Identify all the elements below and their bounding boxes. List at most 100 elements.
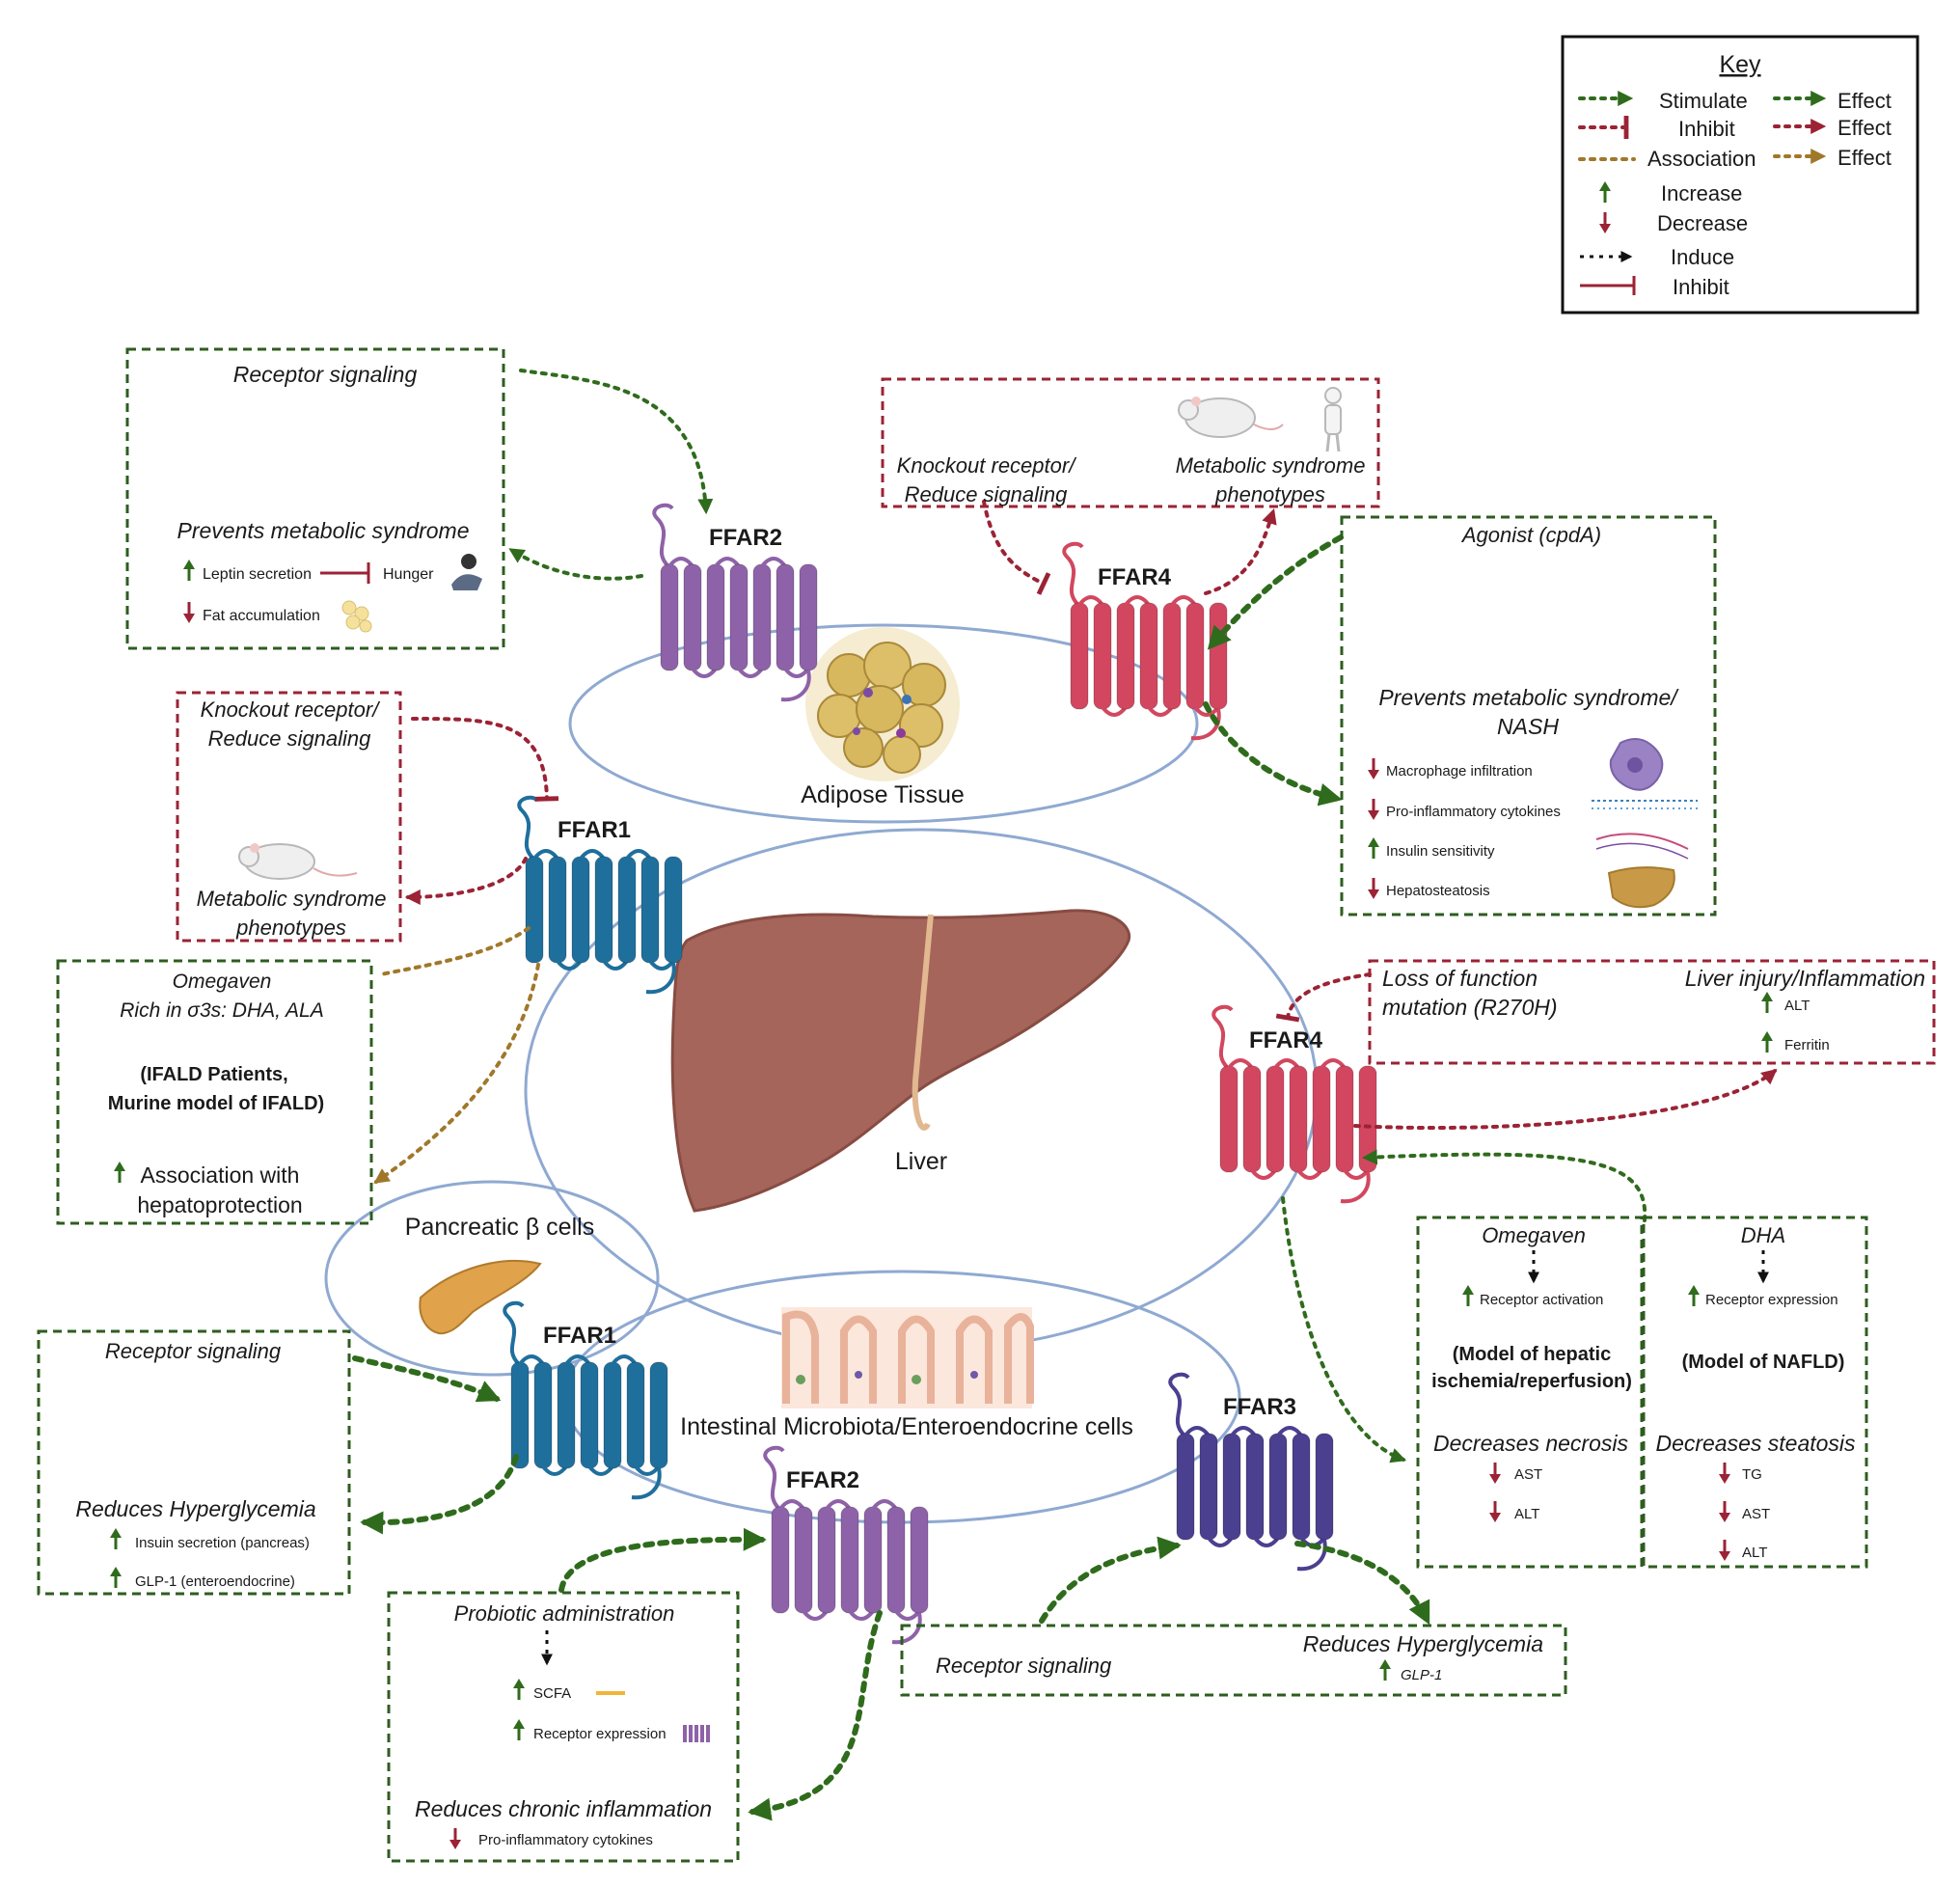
item-hepatosteatosis: Hepatosteatosis	[1386, 883, 1490, 899]
arrow-agonist-to-ffar4	[1207, 534, 1344, 650]
decrease-icon	[181, 600, 197, 625]
ffar3-label: FFAR3	[1223, 1394, 1296, 1420]
arrow-ffar4-to-necrosis	[1281, 1196, 1407, 1463]
decrease-icon	[1366, 797, 1381, 822]
arrow-receptor-signaling-to-ffar2	[519, 369, 714, 515]
receptors-layer	[503, 503, 1377, 1645]
dha-title: DHA	[1741, 1223, 1785, 1247]
ffar4-right-receptor	[1211, 1004, 1377, 1204]
arrow-ffar4-to-prevents-nash	[1203, 701, 1343, 807]
macrophage-icon	[1609, 738, 1664, 791]
loss-line1: Loss of function	[1382, 966, 1538, 991]
box-title: Receptor signaling	[105, 1339, 282, 1363]
alt-label: ALT	[1742, 1545, 1767, 1561]
increase-icon	[511, 1677, 527, 1702]
mouse-icon	[1178, 397, 1284, 438]
pancreas-label: Pancreatic β cells	[405, 1214, 594, 1241]
box-omegaven-ischemia: Omegaven Receptor activation (Model of h…	[1416, 1216, 1644, 1569]
legend: Key Stimulate Effect Inhibit Effect Asso…	[1561, 35, 1919, 314]
fat-accumulation-label: Fat accumulation	[203, 608, 320, 624]
legend-title: Key	[1719, 51, 1761, 78]
knockout-line2: Reduce signaling	[905, 482, 1069, 506]
association-line1: Association with	[141, 1162, 300, 1188]
knockout-line2: Reduce signaling	[208, 726, 372, 751]
legend-inhibit-solid: Inhibit	[1673, 275, 1729, 299]
ast-label: AST	[1514, 1466, 1542, 1483]
phenotype-line2: phenotypes	[235, 916, 346, 940]
increase-icon	[1377, 1657, 1393, 1682]
omegaven-subtitle: Rich in σ3s: DHA, ALA	[120, 999, 323, 1022]
alt-label: ALT	[1514, 1506, 1539, 1522]
receptor-activation-label: Receptor activation	[1480, 1292, 1603, 1308]
mouse-icon	[238, 843, 358, 880]
increase-icon	[511, 1717, 527, 1742]
agonist-title: Agonist (cpdA)	[1460, 523, 1601, 547]
receptor-mini-icon	[683, 1725, 710, 1742]
signaling-label: Receptor signaling	[936, 1654, 1112, 1678]
adipose-cells-image	[805, 627, 960, 781]
leptin-secretion-label: Leptin secretion	[203, 566, 312, 583]
ffar1-bottom-label: FFAR1	[543, 1323, 616, 1349]
decreases-necrosis-heading: Decreases necrosis	[1433, 1431, 1628, 1456]
decrease-icon	[1717, 1461, 1732, 1486]
arrow-ffar1-to-phenotypes	[404, 857, 528, 905]
legend-effect-association: Effect	[1838, 146, 1892, 170]
decrease-icon	[1366, 876, 1381, 901]
box-ffar4-knockout: Knockout receptor/ Reduce signaling Meta…	[881, 377, 1380, 508]
legend-effect-stimulate: Effect	[1838, 89, 1892, 113]
association-ffar1-omegaven	[379, 926, 531, 976]
decrease-icon	[1366, 756, 1381, 781]
intestine-label: Intestinal Microbiota/Enteroendocrine ce…	[680, 1413, 1133, 1440]
glp1-label: GLP-1	[1401, 1667, 1442, 1683]
decrease-icon	[1717, 1538, 1732, 1563]
knockout-line1: Knockout receptor/	[201, 697, 381, 722]
adipose-tissue-ellipse	[568, 623, 1199, 824]
ffar3-receptor	[1168, 1372, 1334, 1572]
box-title: Receptor signaling	[233, 362, 418, 387]
ast-label: AST	[1742, 1506, 1770, 1522]
tg-label: TG	[1742, 1466, 1762, 1483]
item-insulin-sensitivity: Insulin sensitivity	[1386, 843, 1495, 860]
increase-icon	[1759, 1029, 1775, 1054]
adipose-tissue-label: Adipose Tissue	[801, 781, 965, 808]
association-line2: hepatoprotection	[137, 1192, 302, 1217]
arrow-mutation-to-ffar4	[1275, 972, 1372, 1023]
omegaven-title: Omegaven	[173, 971, 272, 993]
box-heading: Prevents metabolic syndrome	[177, 518, 470, 543]
model-line1: (IFALD Patients,	[140, 1064, 287, 1085]
decreases-steatosis-heading: Decreases steatosis	[1655, 1431, 1856, 1456]
person-eating-icon	[451, 554, 482, 590]
arrow-probiotic-to-ffar2	[558, 1527, 767, 1593]
legend-increase: Increase	[1661, 181, 1742, 205]
liver-label: Liver	[895, 1148, 947, 1175]
fatty-liver-icon	[1607, 866, 1675, 909]
decrease-icon	[1717, 1499, 1732, 1524]
increase-icon	[1686, 1283, 1701, 1308]
box-probiotic: Probiotic administration SCFA Receptor e…	[387, 1591, 740, 1863]
receptor-expression-label: Receptor expression	[1705, 1292, 1838, 1308]
phenotype-line1: Metabolic syndrome	[1176, 453, 1366, 478]
arrow-knockout-to-ffar4	[982, 500, 1051, 595]
box-ffar1-knockout: Knockout receptor/ Reduce signaling Meta…	[176, 691, 402, 943]
ffar4-top-receptor	[1062, 541, 1228, 741]
decrease-icon	[1487, 1461, 1503, 1486]
inflammation-heading: Reduces chronic inflammation	[415, 1796, 712, 1821]
increase-icon	[108, 1526, 123, 1551]
box-dha-nafld: DHA Receptor expression (Model of NAFLD)…	[1642, 1216, 1868, 1569]
phenotype-line1: Metabolic syndrome	[197, 887, 387, 911]
increase-icon	[1759, 990, 1775, 1015]
pancreas-image	[419, 1260, 542, 1335]
box-heading: Reduces Hyperglycemia	[75, 1496, 315, 1521]
ffar2-top-receptor	[652, 503, 818, 702]
arrow-ffar2-to-prevents	[508, 548, 643, 581]
item-cytokines: Pro-inflammatory cytokines	[1386, 804, 1561, 820]
box-ffar1-receptor-signaling: Receptor signaling Reduces Hyperglycemia…	[37, 1329, 351, 1596]
cytokines-label: Pro-inflammatory cytokines	[478, 1832, 653, 1848]
legend-induce: Induce	[1671, 245, 1734, 269]
flow-arrows	[352, 369, 1778, 1821]
legend-effect-inhibit: Effect	[1838, 116, 1892, 140]
hyperglycemia-heading: Reduces Hyperglycemia	[1303, 1631, 1543, 1656]
decrease-icon	[448, 1826, 463, 1851]
ffar1-bottom-receptor	[503, 1300, 668, 1500]
